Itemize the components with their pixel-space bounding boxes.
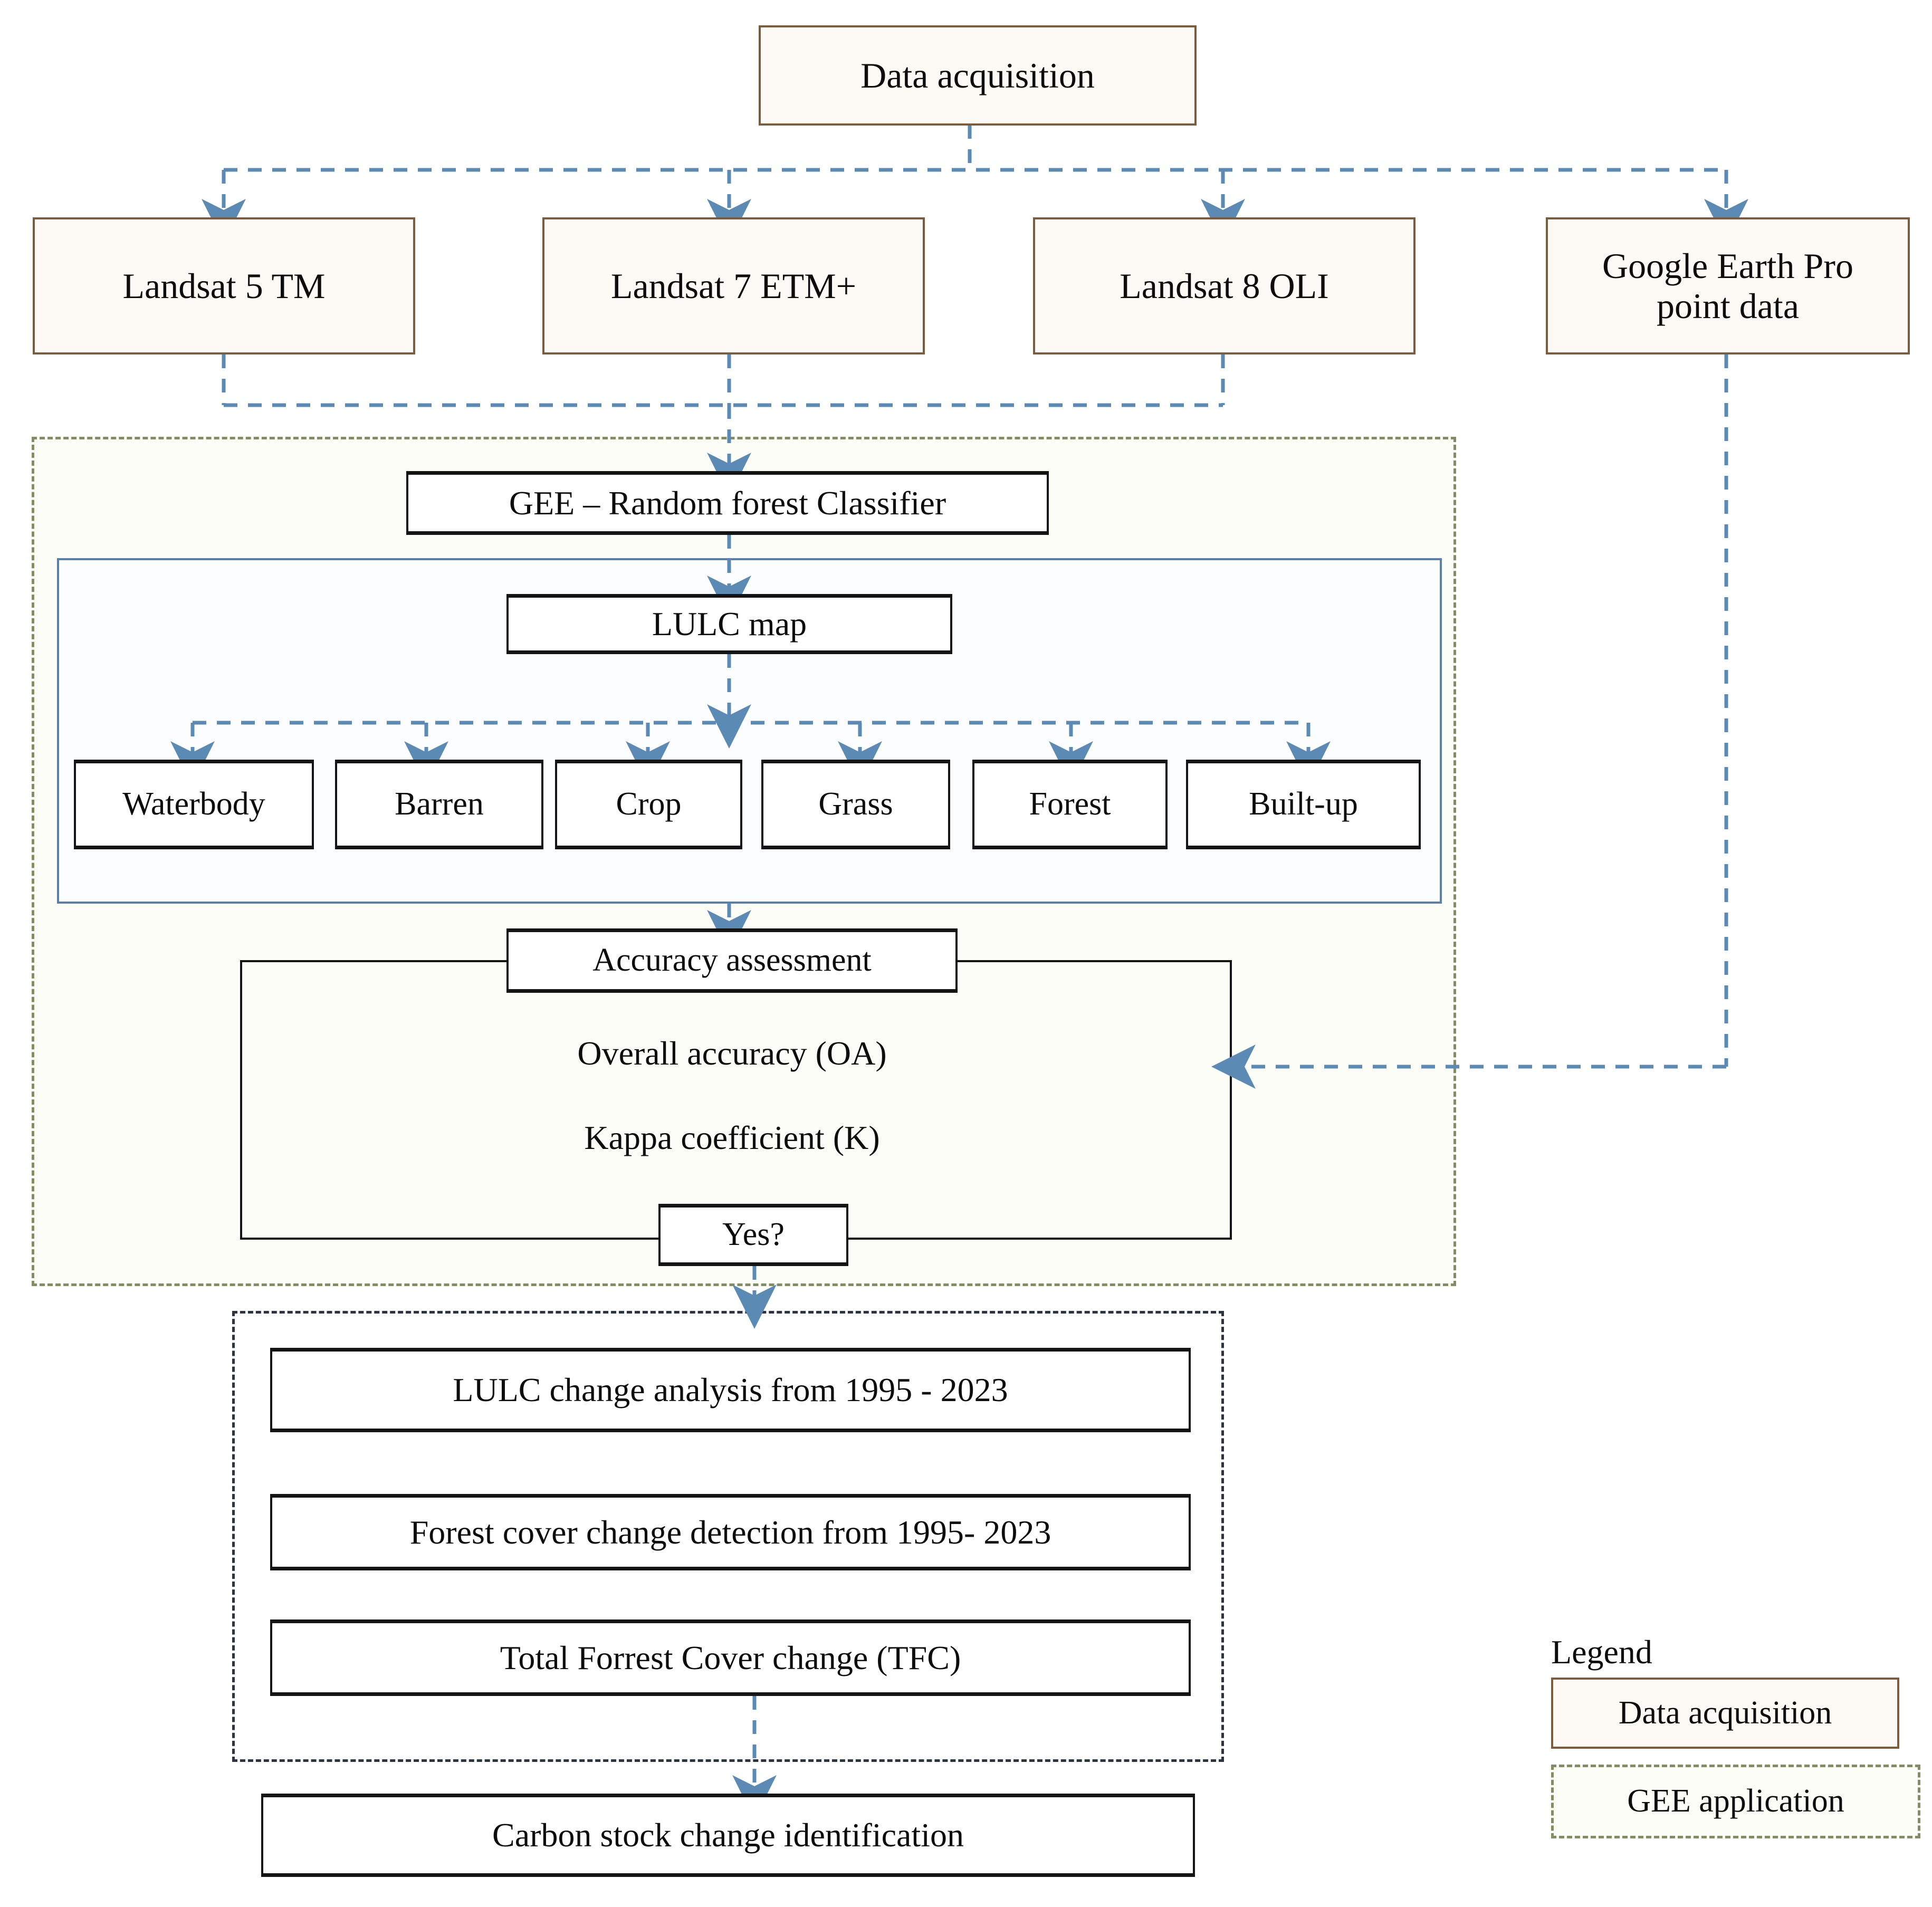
node-data-acquisition[interactable]: Data acquisition bbox=[759, 25, 1197, 126]
legend-entry-label: Data acquisition bbox=[1618, 1694, 1832, 1731]
legend-swatch-data-acquisition: Data acquisition bbox=[1551, 1678, 1899, 1749]
legend-swatch-gee-application: GEE application bbox=[1551, 1765, 1920, 1838]
node-class-crop[interactable]: Crop bbox=[555, 760, 742, 849]
node-label: Built-up bbox=[1249, 786, 1358, 822]
node-lulc-map[interactable]: LULC map bbox=[506, 594, 952, 654]
node-forest-cover-change-detection[interactable]: Forest cover change detection from 1995-… bbox=[270, 1494, 1191, 1570]
node-label: Waterbody bbox=[122, 786, 265, 822]
node-label: Forest bbox=[1029, 786, 1111, 822]
node-landsat-7-etm[interactable]: Landsat 7 ETM+ bbox=[542, 217, 925, 354]
node-class-forest[interactable]: Forest bbox=[972, 760, 1168, 849]
node-label: Carbon stock change identification bbox=[492, 1816, 964, 1854]
node-label: Landsat 7 ETM+ bbox=[610, 265, 857, 306]
node-total-forest-cover-change[interactable]: Total Forrest Cover change (TFC) bbox=[270, 1619, 1191, 1696]
text-value: Overall accuracy (OA) bbox=[577, 1034, 887, 1072]
node-label: Landsat 5 TM bbox=[122, 265, 326, 306]
accuracy-kappa-coefficient-text: Kappa coefficient (K) bbox=[506, 1118, 958, 1157]
accuracy-overall-accuracy-text: Overall accuracy (OA) bbox=[506, 1034, 958, 1073]
node-class-waterbody[interactable]: Waterbody bbox=[74, 760, 314, 849]
node-label: Total Forrest Cover change (TFC) bbox=[500, 1638, 961, 1676]
node-class-grass[interactable]: Grass bbox=[761, 760, 950, 849]
accuracy-assessment-frame bbox=[240, 960, 1232, 1240]
node-label: Landsat 8 OLI bbox=[1120, 265, 1329, 306]
node-label: Crop bbox=[616, 786, 682, 822]
node-label: LULC change analysis from 1995 - 2023 bbox=[453, 1371, 1008, 1409]
node-label: LULC map bbox=[652, 605, 807, 643]
node-class-built-up[interactable]: Built-up bbox=[1186, 760, 1421, 849]
node-google-earth-pro-point-data[interactable]: Google Earth Pro point data bbox=[1546, 217, 1910, 354]
legend-title: Legend bbox=[1551, 1633, 1652, 1672]
legend-entry-label: GEE application bbox=[1627, 1783, 1844, 1819]
node-gee-random-forest-classifier[interactable]: GEE – Random forest Classifier bbox=[406, 471, 1049, 535]
node-label: Accuracy assessment bbox=[592, 942, 872, 979]
node-label: Data acquisition bbox=[860, 55, 1095, 95]
text-value: Kappa coefficient (K) bbox=[584, 1119, 880, 1156]
node-class-barren[interactable]: Barren bbox=[335, 760, 543, 849]
node-carbon-stock-change-identification[interactable]: Carbon stock change identification bbox=[261, 1794, 1195, 1877]
node-landsat-8-oli[interactable]: Landsat 8 OLI bbox=[1033, 217, 1415, 354]
node-accuracy-assessment[interactable]: Accuracy assessment bbox=[506, 928, 958, 993]
node-label: GEE – Random forest Classifier bbox=[509, 484, 946, 522]
node-label: Google Earth Pro point data bbox=[1602, 245, 1853, 326]
node-lulc-change-analysis[interactable]: LULC change analysis from 1995 - 2023 bbox=[270, 1348, 1191, 1432]
node-label: Grass bbox=[818, 786, 893, 822]
node-label: Yes? bbox=[722, 1216, 785, 1253]
text-value: Legend bbox=[1551, 1633, 1652, 1671]
node-label: Forest cover change detection from 1995-… bbox=[409, 1513, 1051, 1551]
node-decision-yes[interactable]: Yes? bbox=[658, 1204, 848, 1266]
node-label: Barren bbox=[395, 786, 484, 822]
node-landsat-5-tm[interactable]: Landsat 5 TM bbox=[33, 217, 415, 354]
